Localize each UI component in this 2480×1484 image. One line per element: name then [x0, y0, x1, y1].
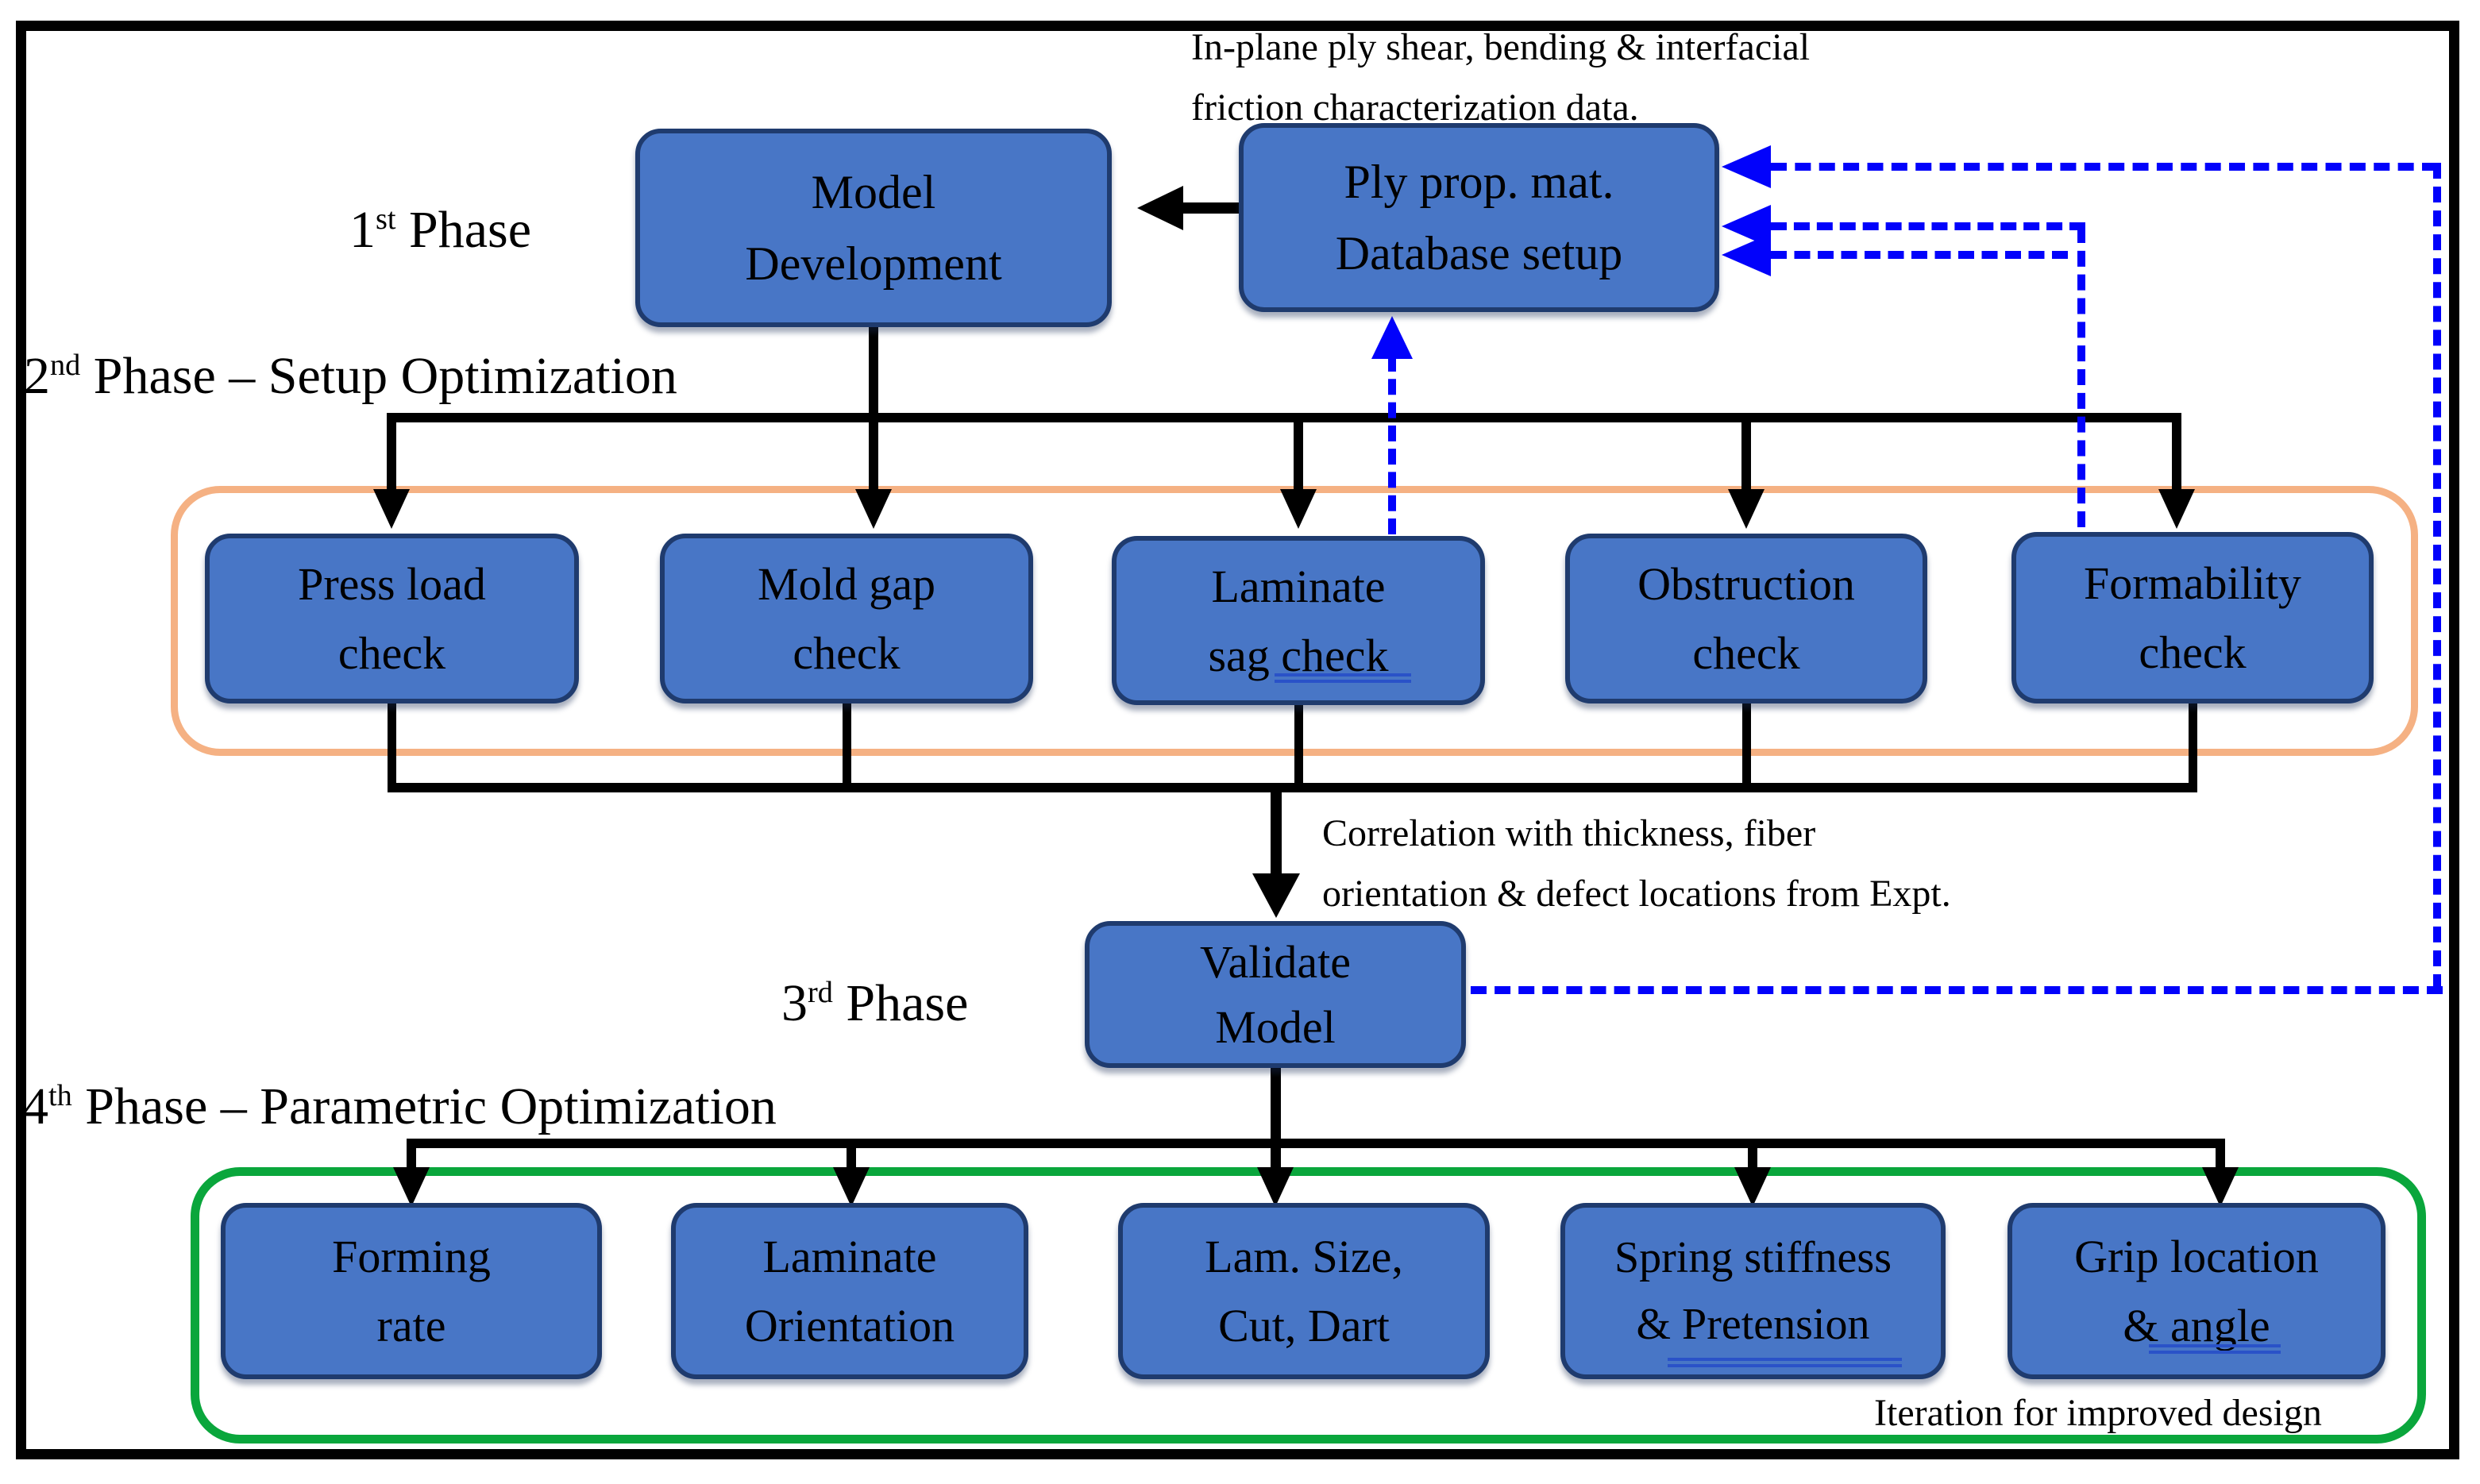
node-spring-stiffness: Spring stiffness & Pretension [1560, 1203, 1946, 1379]
arrowhead-laminateorientation [833, 1167, 870, 1207]
feedback-validate-horizontal [1471, 986, 2443, 994]
arrowhead-formability [2158, 489, 2195, 529]
arrowhead-formingrate [393, 1167, 430, 1207]
feedback-top-horizontal [1771, 163, 2438, 171]
phase1-sup: st [376, 202, 396, 236]
feedback-formability-vertical [2077, 227, 2085, 527]
arrowhead-pressload [373, 489, 410, 529]
node-ply-prop-database: Ply prop. mat. Database setup [1239, 123, 1719, 312]
node-lam-size-cut-dart: Lam. Size, Cut, Dart [1118, 1203, 1490, 1379]
drop-pressload [387, 413, 396, 491]
phase1-label: 1st Phase [349, 200, 531, 260]
arrowhead-validate [1252, 873, 1300, 918]
node-model-development: Model Development [635, 129, 1112, 327]
node-laminate-orientation: Laminate Orientation [671, 1203, 1028, 1379]
node-grip-location: Grip location & angle [2008, 1203, 2386, 1379]
arrowhead-feedback-into-plyprop-bottom [1371, 316, 1413, 359]
phase3-label: 3rd Phase [781, 973, 968, 1034]
arrowhead-laminatesag [1280, 489, 1317, 529]
phase2-rest: Phase – Setup Optimization [80, 347, 677, 405]
stub-pressload-down [388, 702, 396, 788]
arrowhead-griplocation [2202, 1167, 2239, 1207]
drop-moldgap [869, 416, 878, 491]
arrowhead-springstiffness [1734, 1167, 1771, 1207]
connector-modeldev-down [869, 326, 878, 416]
node-obstruction-check: Obstruction check [1565, 534, 1927, 703]
drop-laminateorientation [847, 1139, 856, 1172]
diagram-border-frame [16, 21, 2459, 1459]
phase2-collector-line [388, 783, 2197, 792]
feedback-right-vertical [2433, 163, 2441, 990]
feedback-laminatesag-vertical [1388, 356, 1396, 534]
drop-laminatesag [1294, 413, 1303, 491]
connector-plyprop-to-modeldev [1182, 202, 1240, 214]
arrowhead-into-modeldev [1137, 186, 1183, 230]
phase4-num: 4 [22, 1077, 48, 1135]
phase4-distribution-line [407, 1139, 2225, 1148]
arrowhead-obstruction [1728, 489, 1765, 529]
underline-sag-check [1275, 673, 1411, 683]
node-forming-rate: Forming rate [221, 1203, 602, 1379]
arrowhead-moldgap [855, 489, 892, 529]
feedback-formability-horizontal-lower [1771, 251, 2068, 259]
annotation-correlation: Correlation with thickness, fiber orient… [1322, 812, 1951, 915]
drop-springstiffness [1748, 1139, 1757, 1172]
stub-laminatesag-down [1294, 702, 1303, 788]
drop-obstruction [1741, 413, 1751, 491]
phase1-rest: Phase [395, 201, 532, 259]
annotation-characterization-data: In-plane ply shear, bending & interfacia… [1191, 26, 1811, 129]
connector-validate-down [1271, 1068, 1281, 1172]
phase4-group-outline [191, 1167, 2426, 1444]
stub-formability-down [2189, 702, 2197, 788]
drop-formingrate [407, 1139, 416, 1172]
phase2-distribution-line [387, 413, 2181, 422]
phase2-sup: nd [50, 349, 81, 382]
drop-griplocation [2216, 1139, 2225, 1172]
arrowhead-feedback-top-into-plyprop [1722, 145, 1771, 188]
node-laminate-sag-check: Laminate sag check [1112, 536, 1485, 705]
phase2-num: 2 [24, 347, 50, 405]
underline-pretension [1668, 1358, 1902, 1367]
arrowhead-lamsize [1257, 1167, 1294, 1207]
arrowhead-feedback-lower-into-plyprop [1722, 233, 1771, 276]
phase3-rest: Phase [832, 974, 969, 1032]
node-press-load-check: Press load check [205, 534, 579, 703]
phase4-rest: Phase – Parametric Optimization [71, 1077, 777, 1135]
phase2-label: 2nd Phase – Setup Optimization [24, 346, 677, 407]
phase4-sup: th [48, 1079, 72, 1112]
connector-to-validate [1271, 783, 1282, 877]
stub-moldgap-down [843, 702, 851, 788]
underline-angle [2149, 1344, 2281, 1354]
phase3-num: 3 [781, 974, 808, 1032]
node-mold-gap-check: Mold gap check [660, 534, 1033, 703]
node-validate-model: Validate Model [1085, 921, 1466, 1068]
drop-formability [2172, 413, 2181, 491]
annotation-iteration: Iteration for improved design [1874, 1392, 2322, 1434]
phase1-num: 1 [349, 201, 376, 259]
stub-obstruction-down [1742, 702, 1751, 788]
feedback-formability-horizontal-upper [1771, 222, 2085, 230]
phase4-label: 4th Phase – Parametric Optimization [22, 1077, 777, 1137]
node-formability-check: Formability check [2011, 532, 2374, 703]
phase3-sup: rd [808, 976, 833, 1009]
